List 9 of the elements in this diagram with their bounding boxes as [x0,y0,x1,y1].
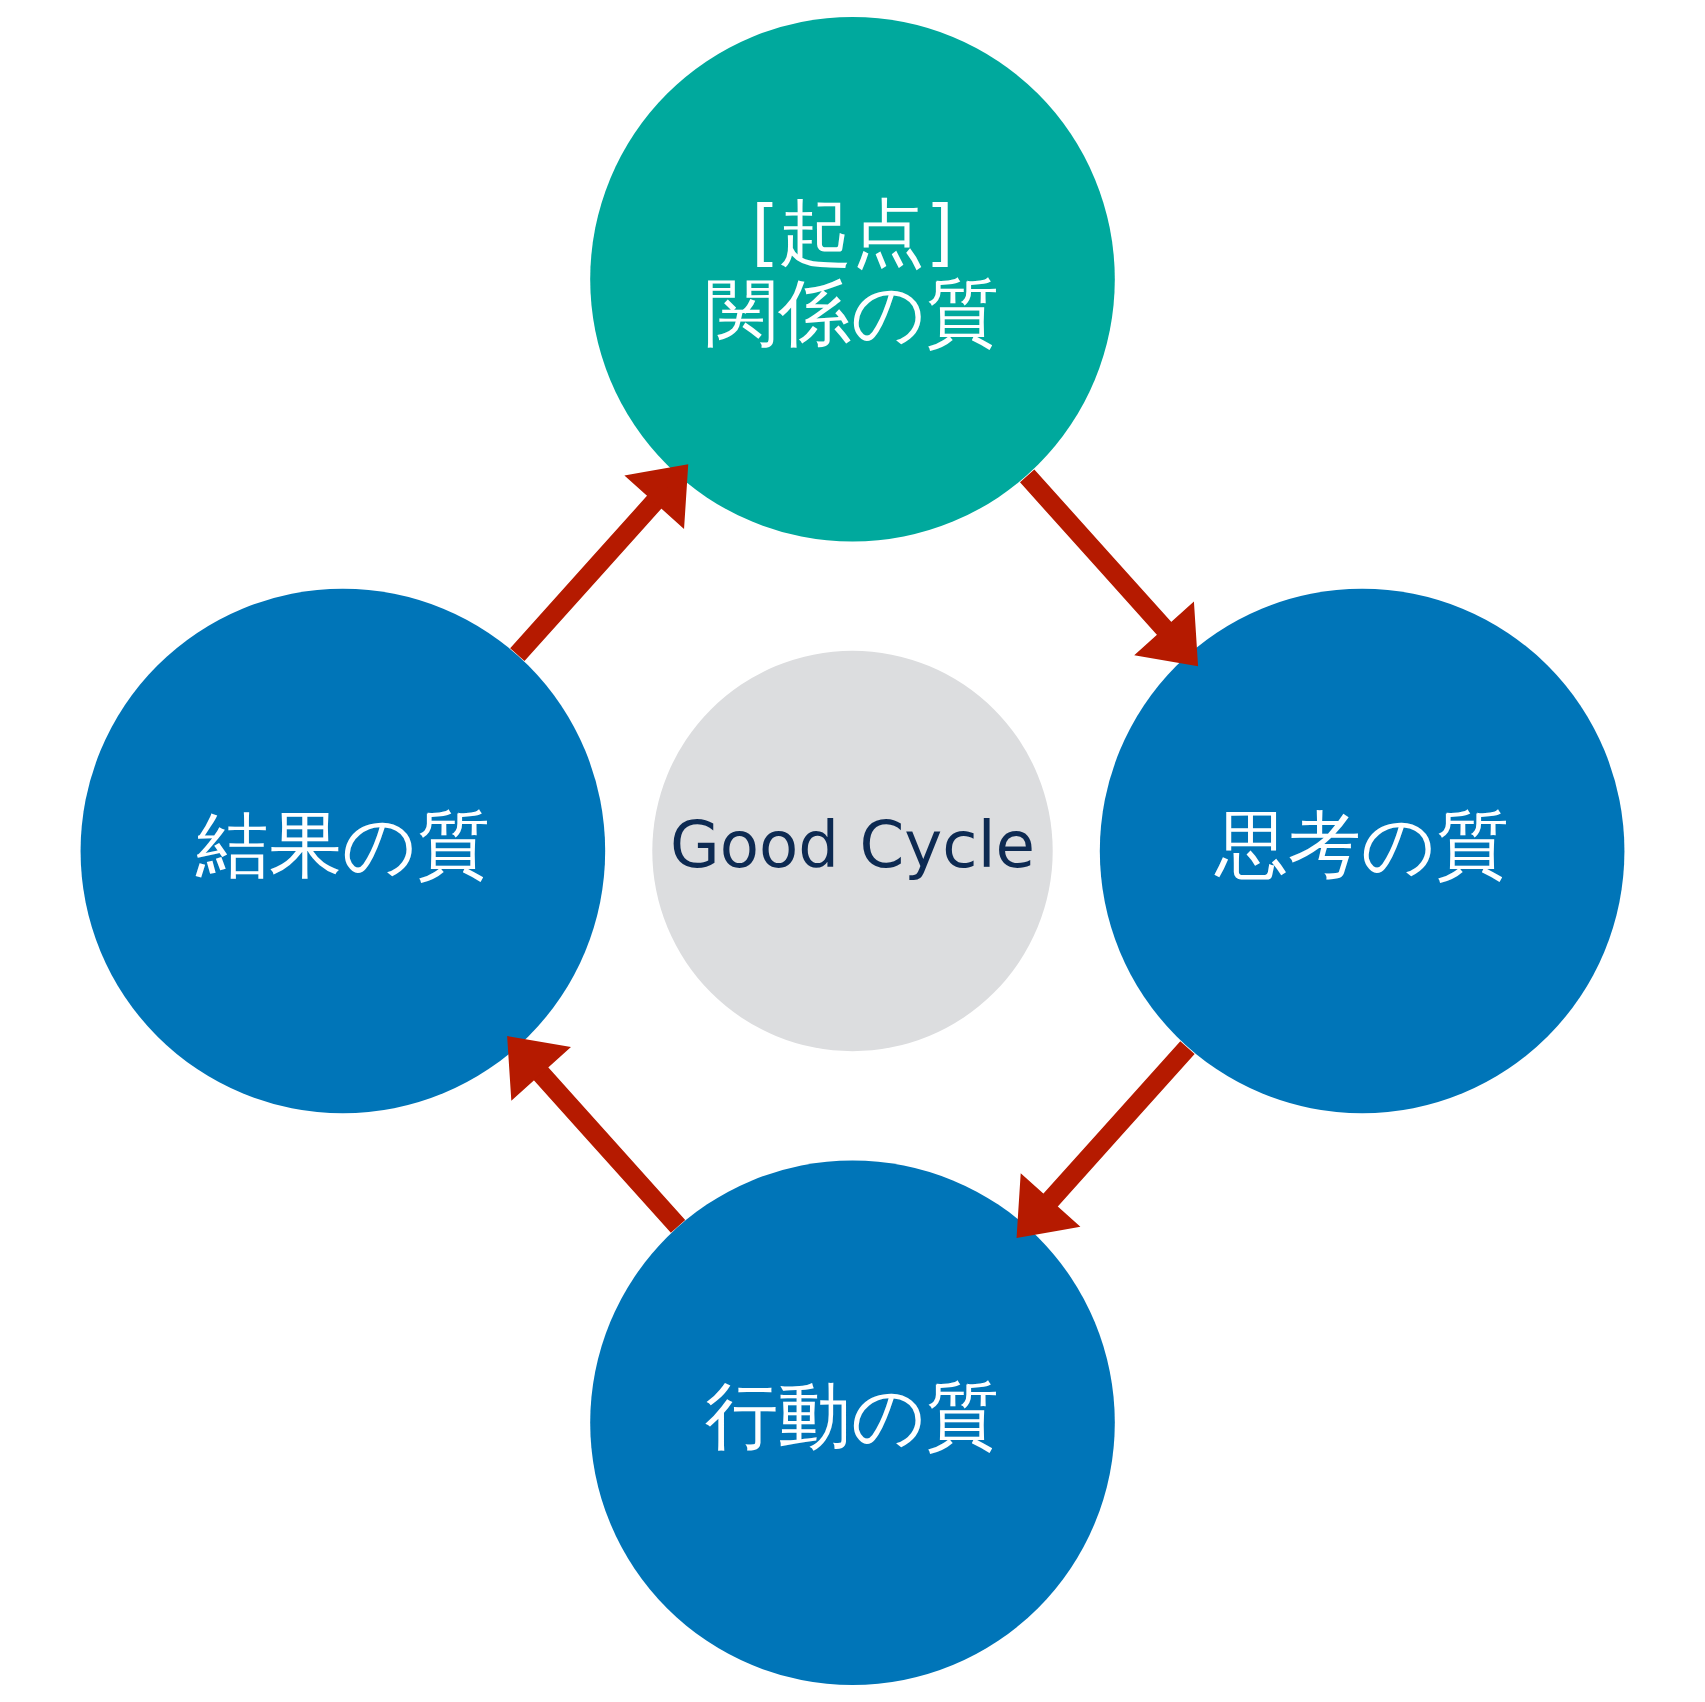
node-circle: [起点] 関係の質 [590,16,1115,542]
node-circle: 思考の質 [1099,588,1625,1114]
node-circle: Good Cycle [652,650,1053,1052]
arrow [1016,1041,1195,1238]
node-circle: 結果の質 [80,588,606,1114]
arrow [510,464,689,662]
node-circle: 行動の質 [590,1160,1115,1686]
arrow [1020,469,1199,667]
arrow [507,1036,686,1233]
